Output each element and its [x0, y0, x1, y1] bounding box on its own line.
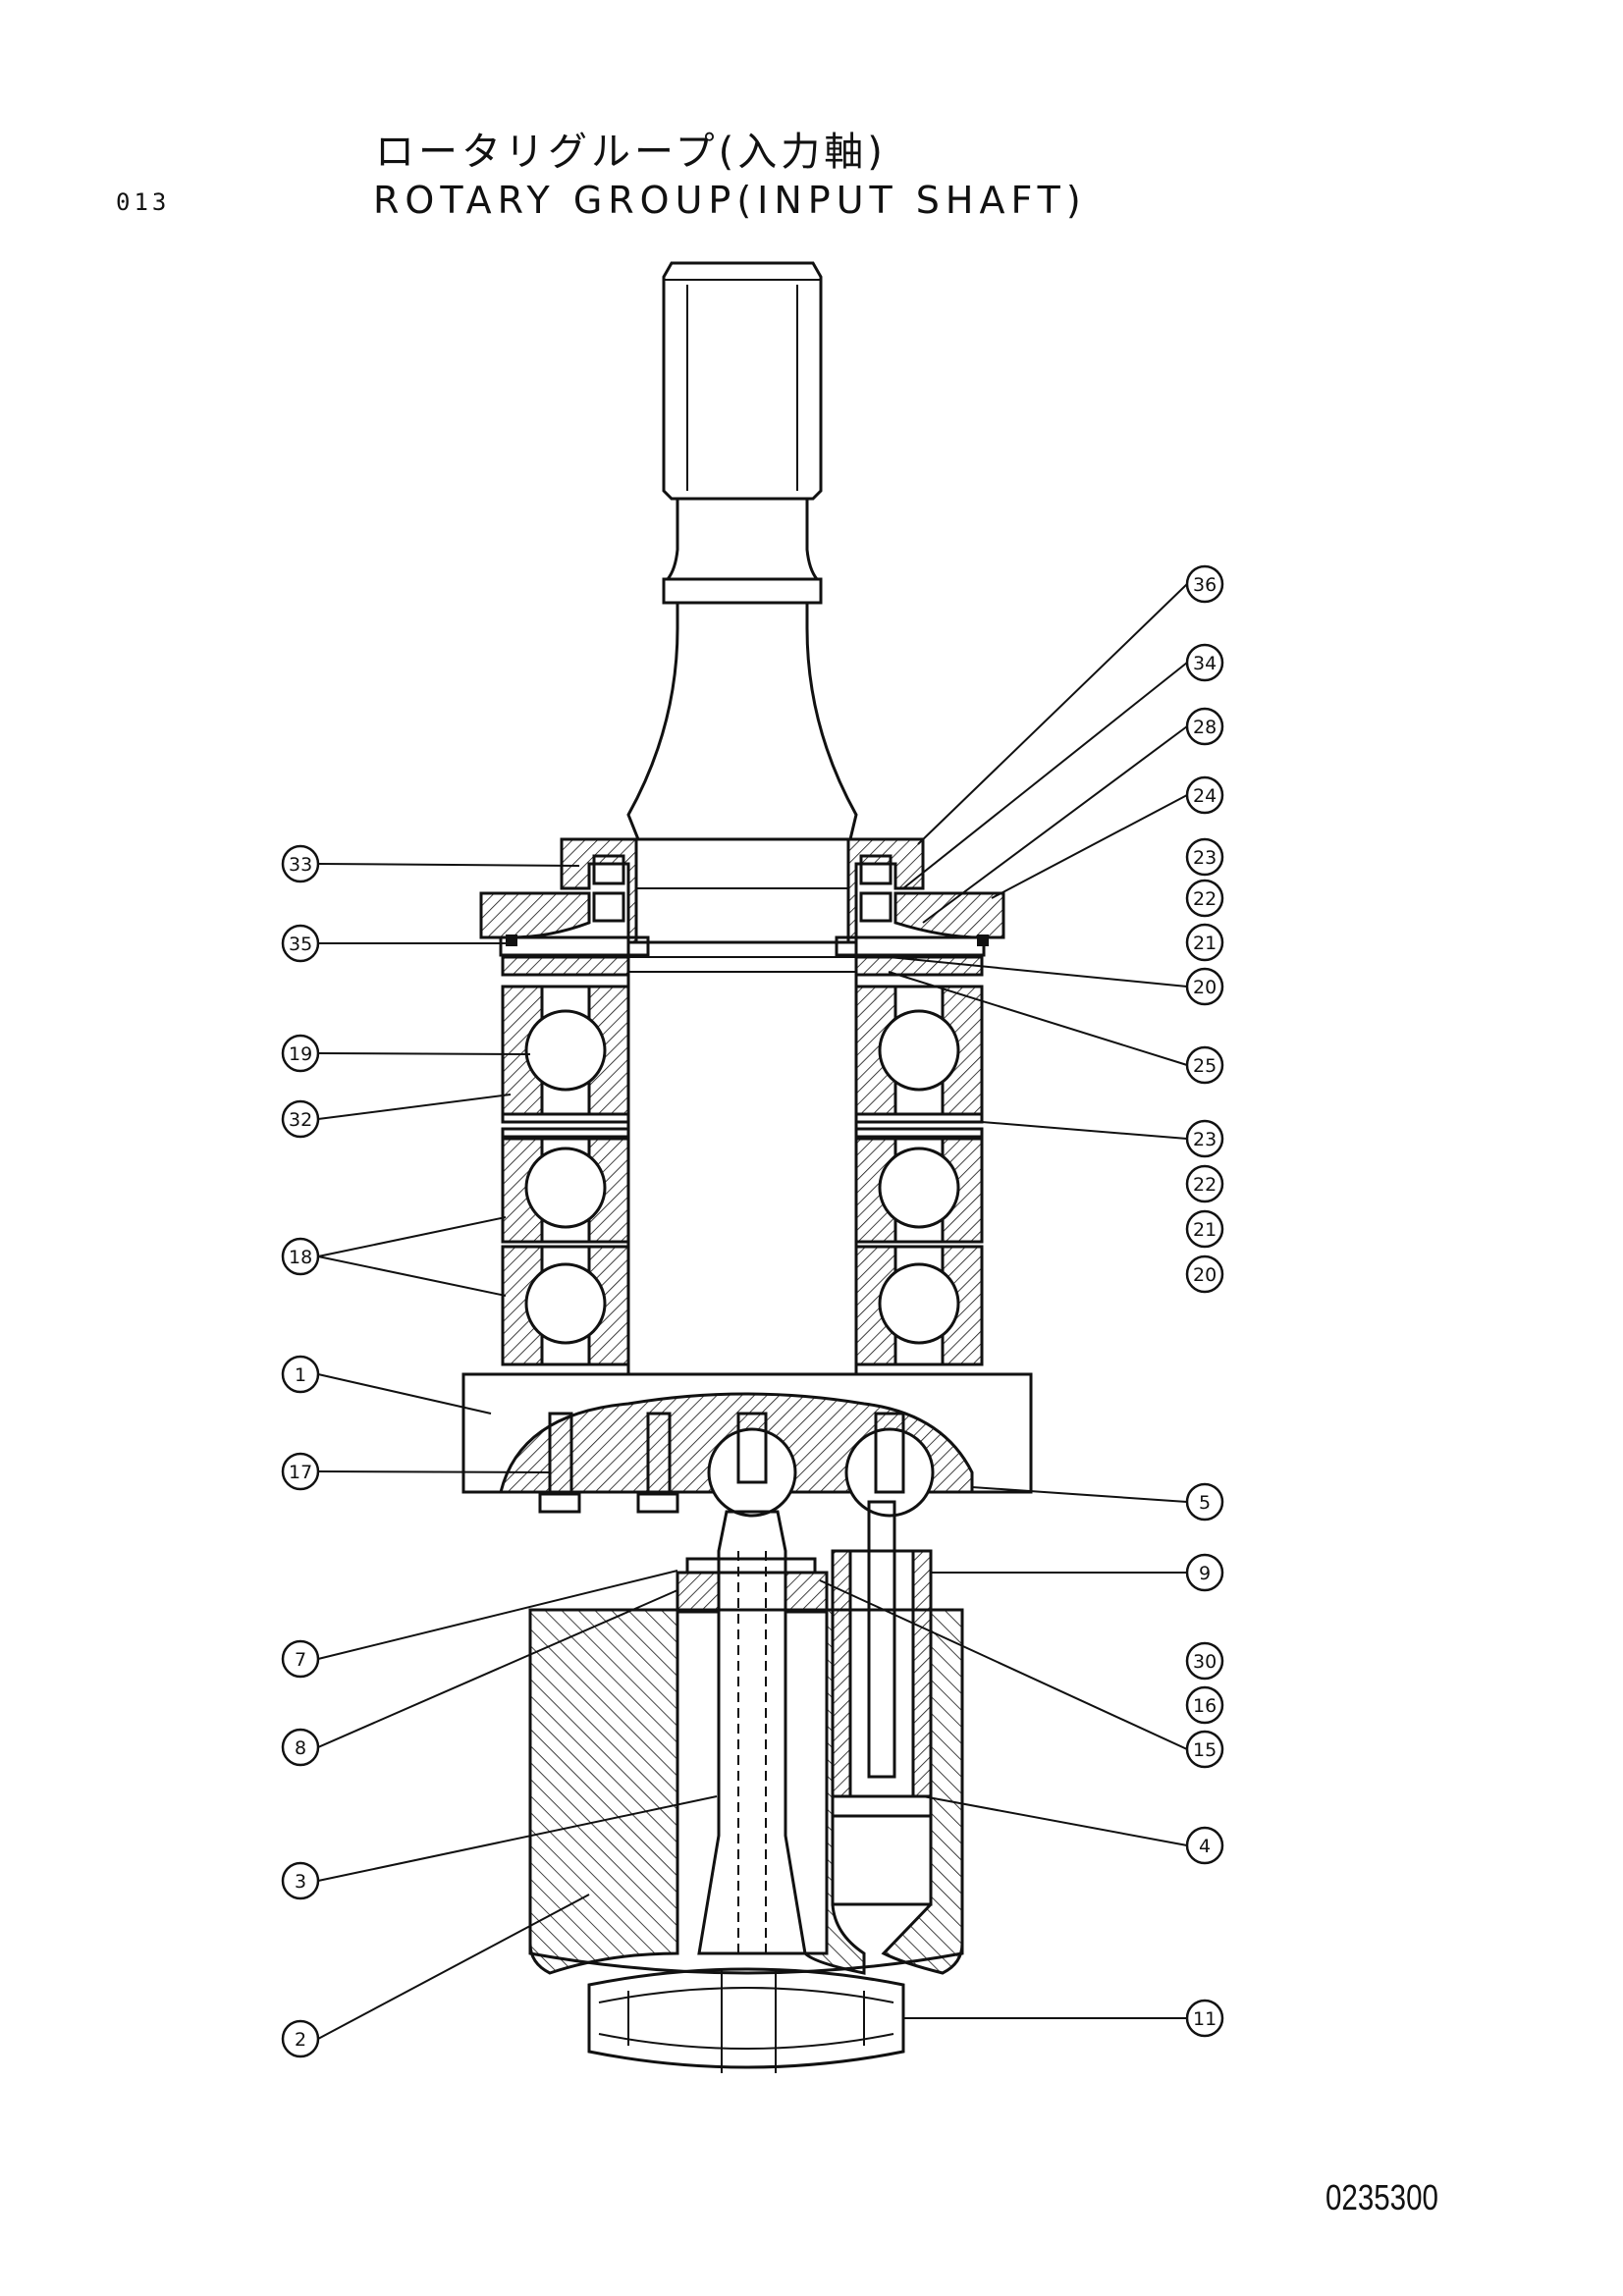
svg-text:2: 2 — [295, 2029, 306, 2051]
callout-3: 3 — [281, 1861, 320, 1900]
callout-21-a: 21 — [1185, 923, 1224, 962]
svg-text:35: 35 — [289, 934, 312, 955]
callout-7: 7 — [281, 1639, 320, 1679]
callout-36: 36 — [1185, 564, 1224, 604]
callouts-left: 33 35 19 32 18 1 17 7 8 3 2 — [281, 844, 718, 2058]
svg-text:23: 23 — [1193, 847, 1217, 869]
callout-1: 1 — [281, 1355, 320, 1394]
svg-text:19: 19 — [289, 1043, 312, 1065]
drive-flange — [461, 1372, 1033, 1518]
callout-24: 24 — [1185, 775, 1224, 815]
svg-text:9: 9 — [1199, 1563, 1211, 1584]
center-rod — [676, 1510, 829, 1955]
callout-20-a: 20 — [1185, 967, 1224, 1006]
seal-housing — [479, 837, 1005, 957]
callout-28: 28 — [1185, 707, 1224, 746]
svg-text:21: 21 — [1193, 1219, 1217, 1241]
svg-text:20: 20 — [1193, 977, 1217, 998]
callout-23-a: 23 — [1185, 837, 1224, 877]
title-japanese: ロータリグループ(入力軸) — [375, 130, 887, 175]
svg-text:8: 8 — [295, 1737, 306, 1759]
piston — [831, 1500, 933, 1906]
svg-text:36: 36 — [1193, 574, 1217, 596]
svg-text:21: 21 — [1193, 933, 1217, 954]
callout-34: 34 — [1185, 643, 1224, 682]
callout-20-b: 20 — [1185, 1255, 1224, 1294]
valve-plate — [587, 1967, 905, 2073]
page-number: 013 — [116, 188, 171, 216]
svg-text:28: 28 — [1193, 717, 1217, 738]
svg-text:11: 11 — [1193, 2008, 1217, 2030]
svg-text:15: 15 — [1193, 1739, 1217, 1761]
callout-23-b: 23 — [1185, 1119, 1224, 1158]
callout-19: 19 — [281, 1034, 320, 1073]
svg-text:32: 32 — [289, 1109, 312, 1131]
svg-text:22: 22 — [1193, 1174, 1217, 1196]
svg-text:5: 5 — [1199, 1492, 1211, 1514]
svg-text:20: 20 — [1193, 1264, 1217, 1286]
callouts-right: 36 34 28 24 23 22 21 20 25 23 22 21 20 5… — [819, 564, 1224, 2038]
document-code: 0235300 — [1325, 2177, 1438, 2217]
title-english: ROTARY GROUP(INPUT SHAFT) — [373, 179, 1087, 222]
callout-25: 25 — [1185, 1045, 1224, 1085]
callout-30: 30 — [1185, 1641, 1224, 1681]
callout-15: 15 — [1185, 1730, 1224, 1769]
input-shaft — [626, 261, 858, 1376]
svg-text:33: 33 — [289, 854, 312, 876]
callout-22-a: 22 — [1185, 879, 1224, 918]
svg-text:7: 7 — [295, 1649, 306, 1671]
callout-9: 9 — [1185, 1553, 1224, 1592]
svg-text:1: 1 — [295, 1364, 306, 1386]
svg-text:23: 23 — [1193, 1129, 1217, 1150]
svg-text:17: 17 — [289, 1462, 312, 1483]
callout-4: 4 — [1185, 1826, 1224, 1865]
svg-text:3: 3 — [295, 1871, 306, 1893]
svg-text:24: 24 — [1193, 785, 1217, 807]
callout-17: 17 — [281, 1452, 320, 1491]
callout-22-b: 22 — [1185, 1164, 1224, 1203]
callout-21-b: 21 — [1185, 1209, 1224, 1249]
svg-text:25: 25 — [1193, 1055, 1217, 1077]
cylinder-block — [528, 1608, 964, 1975]
svg-text:34: 34 — [1193, 653, 1217, 674]
callout-8: 8 — [281, 1728, 320, 1767]
bearing-stack — [501, 955, 984, 1366]
callout-32: 32 — [281, 1099, 320, 1139]
svg-text:18: 18 — [289, 1247, 312, 1268]
svg-text:30: 30 — [1193, 1651, 1217, 1673]
callout-16: 16 — [1185, 1685, 1224, 1725]
svg-text:4: 4 — [1199, 1836, 1211, 1857]
svg-text:22: 22 — [1193, 888, 1217, 910]
callout-11: 11 — [1185, 1999, 1224, 2038]
callout-18: 18 — [281, 1237, 320, 1276]
callout-5: 5 — [1185, 1482, 1224, 1522]
svg-text:16: 16 — [1193, 1695, 1217, 1717]
callout-2: 2 — [281, 2019, 320, 2058]
callout-35: 35 — [281, 924, 320, 963]
callout-33: 33 — [281, 844, 320, 883]
